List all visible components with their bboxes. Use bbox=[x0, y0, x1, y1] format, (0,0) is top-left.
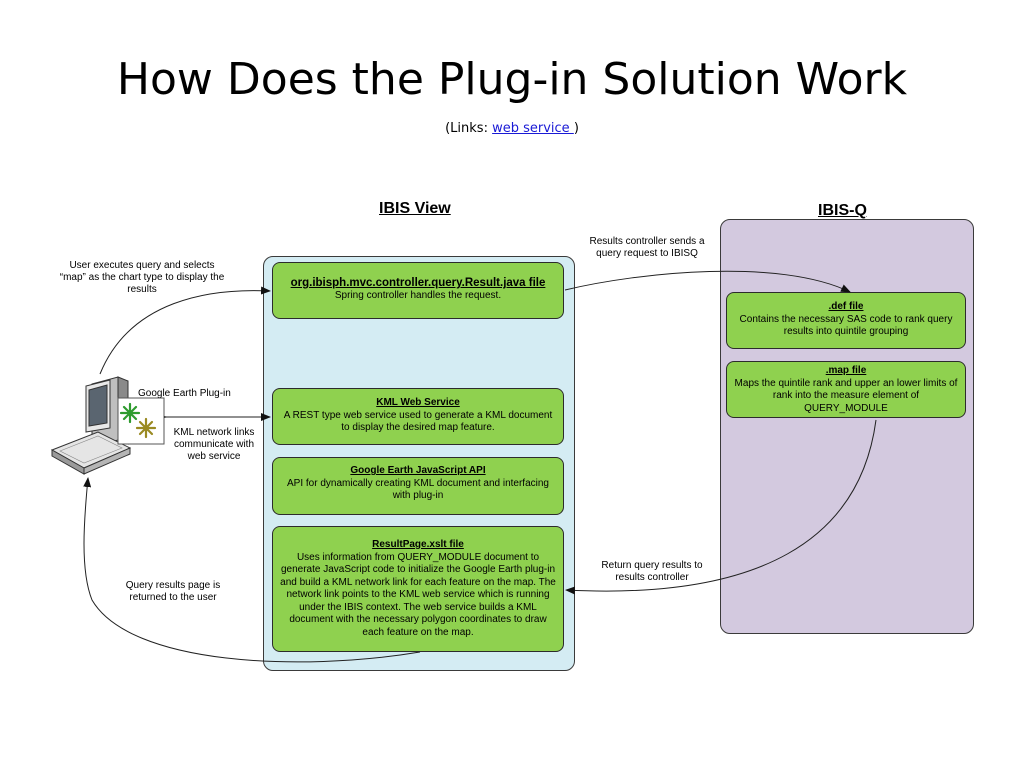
result-page-xslt-box: ResultPage.xslt file Uses information fr… bbox=[272, 526, 564, 652]
send-request-arrow bbox=[564, 270, 851, 293]
results-controller-note: Results controller sends a query request… bbox=[589, 236, 705, 259]
map-file-text: Maps the quintile rank and upper an lowe… bbox=[734, 377, 958, 414]
links-line: (Links: web service ) bbox=[0, 121, 1024, 136]
web-service-link[interactable]: web service bbox=[492, 121, 574, 136]
result-page-xslt-text: Uses information from QUERY_MODULE docum… bbox=[280, 551, 556, 638]
slide-title: How Does the Plug-in Solution Work bbox=[116, 54, 908, 105]
result-controller-text: Spring controller handles the request. bbox=[334, 290, 502, 301]
query-results-note: Query results page is returned to the us… bbox=[125, 580, 221, 603]
links-suffix: ) bbox=[573, 121, 579, 136]
ibis-q-title: IBIS-Q bbox=[818, 202, 867, 219]
map-file-title: .map file bbox=[825, 365, 867, 376]
def-file-text: Contains the necessary SAS code to rank … bbox=[739, 313, 953, 338]
google-earth-api-box: Google Earth JavaScript API API for dyna… bbox=[272, 457, 564, 515]
kml-web-service-box: KML Web Service A REST type web service … bbox=[272, 388, 564, 445]
google-earth-api-text: API for dynamically creating KML documen… bbox=[287, 477, 549, 502]
plugin-label: Google Earth Plug-in bbox=[138, 388, 231, 399]
return-results-note: Return query results to results controll… bbox=[601, 560, 703, 583]
google-earth-plugin-icon bbox=[117, 397, 165, 445]
result-controller-box: org.ibisph.mvc.controller.query.Result.j… bbox=[272, 262, 564, 319]
computer-icon bbox=[50, 376, 132, 475]
results-returned-arrow bbox=[83, 477, 421, 663]
result-page-xslt-title: ResultPage.xslt file bbox=[372, 539, 464, 550]
google-earth-api-title: Google Earth JavaScript API bbox=[350, 465, 486, 476]
def-file-title: .def file bbox=[828, 301, 864, 312]
result-controller-title: org.ibisph.mvc.controller.query.Result.j… bbox=[290, 277, 546, 289]
kml-links-note: KML network links communicate with web s… bbox=[173, 427, 255, 462]
kml-web-service-title: KML Web Service bbox=[376, 397, 460, 408]
map-file-box: .map file Maps the quintile rank and upp… bbox=[726, 361, 966, 418]
links-prefix: (Links: bbox=[445, 121, 493, 136]
kml-web-service-text: A REST type web service used to generate… bbox=[283, 409, 553, 434]
return-results-arrow bbox=[565, 419, 877, 595]
ibis-view-title: IBIS View bbox=[379, 200, 451, 217]
def-file-box: .def file Contains the necessary SAS cod… bbox=[726, 292, 966, 349]
user-executes-note: User executes query and selects “map” as… bbox=[59, 260, 225, 295]
user-query-arrow bbox=[99, 286, 271, 375]
